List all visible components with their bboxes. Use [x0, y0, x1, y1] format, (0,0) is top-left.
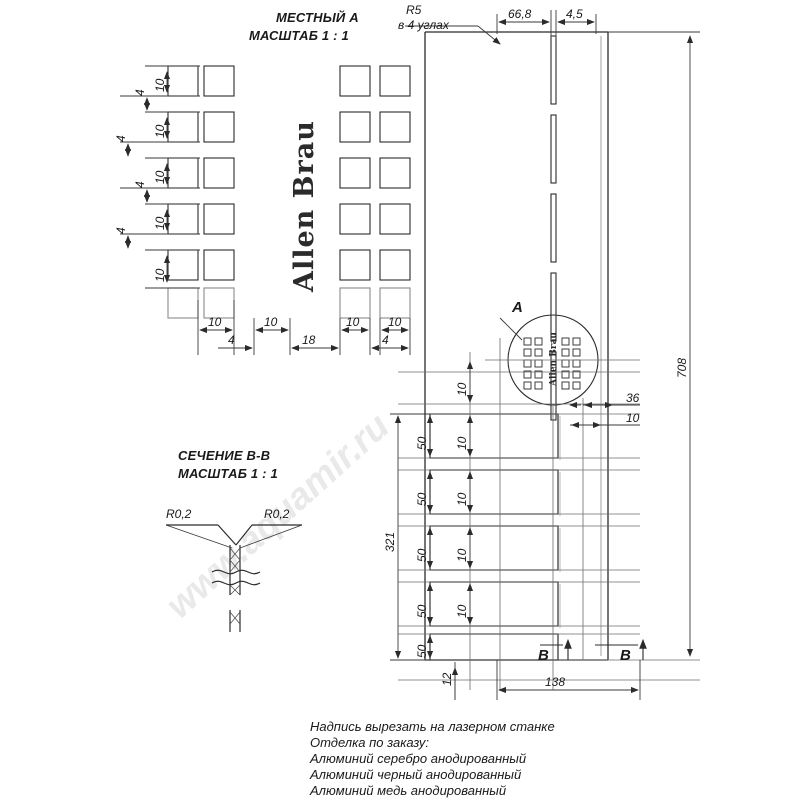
main-gap-top: 10: [455, 382, 469, 396]
detail-dim-inner-1: 10: [153, 78, 167, 92]
detail-dim-l-2: 18: [302, 333, 316, 347]
main-slot-g-3: 10: [455, 548, 469, 562]
detail-dim-left-2: 4: [114, 135, 128, 142]
main-top-dim-1: 66,8: [508, 7, 532, 21]
main-slot-w-1: 50: [415, 436, 429, 450]
main-vertical-construction: [469, 338, 584, 690]
main-slot-g-1: 10: [455, 436, 469, 450]
main-slots: [429, 413, 559, 661]
note-line-5: Алюминий медь анодированный: [309, 783, 506, 798]
note-line-1: Надпись вырезать на лазерном станке: [310, 719, 555, 734]
main-bottom-dimensions: [451, 660, 641, 700]
note-line-2: Отделка по заказу:: [310, 735, 429, 750]
main-stack-dim: 321: [383, 532, 397, 552]
main-top-dimensions: [405, 10, 597, 45]
section-radius-leaders: [165, 524, 303, 549]
detail-dim-h-4: 10: [388, 315, 402, 329]
section-radius-right: R0,2: [264, 507, 290, 521]
detail-dim-left-3: 4: [133, 181, 147, 188]
section-profile: [166, 524, 302, 632]
main-right-dim-1: 36: [626, 391, 640, 405]
main-right-dimensions: [569, 401, 640, 429]
main-slot-g-2: 10: [455, 492, 469, 506]
detail-circle-brand: Allen Brau: [549, 332, 559, 387]
corner-note-line2: в 4 углах: [398, 18, 450, 32]
detail-dim-inner-5: 10: [153, 268, 167, 282]
section-view-bb: [165, 524, 303, 632]
main-bottom-dim: 12: [440, 672, 454, 686]
detail-dim-l-1: 4: [228, 333, 235, 347]
section-title-line1: СЕЧЕНИЕ В-В: [178, 448, 270, 463]
corner-note-line1: R5: [406, 3, 422, 17]
main-view: Allen Brau: [390, 10, 700, 700]
text-layer: МЕСТНЫЙ А МАСШТАБ 1 : 1 10 10 10 10 10 4…: [114, 3, 689, 798]
detail-grid-right: [339, 65, 411, 319]
detail-dim-inner-2: 10: [153, 124, 167, 138]
section-label-right: В: [620, 647, 631, 664]
detail-dim-left-4: 4: [114, 227, 128, 234]
section-title-line2: МАСШТАБ 1 : 1: [178, 466, 278, 481]
main-stack-dimension: [390, 413, 430, 661]
detail-grid-left: [167, 65, 235, 319]
main-height-dim: 708: [675, 358, 689, 378]
detail-dim-lines-vertical: [120, 65, 200, 289]
main-centerline-slots: [550, 35, 557, 421]
detail-title-line1: МЕСТНЫЙ А: [276, 9, 359, 25]
section-label-left: В: [538, 647, 549, 664]
detail-brand-text: Allen Brau: [289, 120, 320, 293]
section-hatching: [229, 547, 241, 625]
main-right-dim-2: 10: [626, 411, 640, 425]
section-radius-left: R0,2: [166, 507, 192, 521]
detail-dim-inner-3: 10: [153, 170, 167, 184]
main-construction-lines: [398, 359, 700, 681]
detail-dim-h-1: 10: [208, 315, 222, 329]
detail-view-a: Allen Brau: [120, 65, 411, 355]
detail-title-line2: МАСШТАБ 1 : 1: [249, 28, 349, 43]
note-line-3: Алюминий серебро анодированный: [309, 751, 526, 766]
detail-dim-l-3: 4: [382, 333, 389, 347]
main-slot-g-4: 10: [455, 604, 469, 618]
detail-callout-label: A: [511, 299, 523, 316]
main-width-dim: 138: [545, 675, 565, 689]
main-slot-w-3: 50: [415, 548, 429, 562]
detail-dim-inner-4: 10: [153, 216, 167, 230]
detail-dim-h-3: 10: [346, 315, 360, 329]
section-break-symbol: [211, 569, 261, 586]
detail-dim-lines-horizontal: [197, 300, 411, 355]
main-slot-w-5: 50: [415, 644, 429, 658]
detail-dim-h-2: 10: [264, 315, 278, 329]
main-slot-w-2: 50: [415, 492, 429, 506]
main-height-dimension: [608, 31, 700, 657]
detail-dim-left-1: 4: [133, 89, 147, 96]
section-arrows-bb: [540, 638, 647, 660]
main-slot-dimensions: [426, 361, 474, 659]
main-top-dim-2: 4,5: [566, 7, 583, 21]
main-slot-w-4: 50: [415, 604, 429, 618]
note-line-4: Алюминий черный анодированный: [309, 767, 521, 782]
main-plate-outline: [424, 31, 609, 661]
